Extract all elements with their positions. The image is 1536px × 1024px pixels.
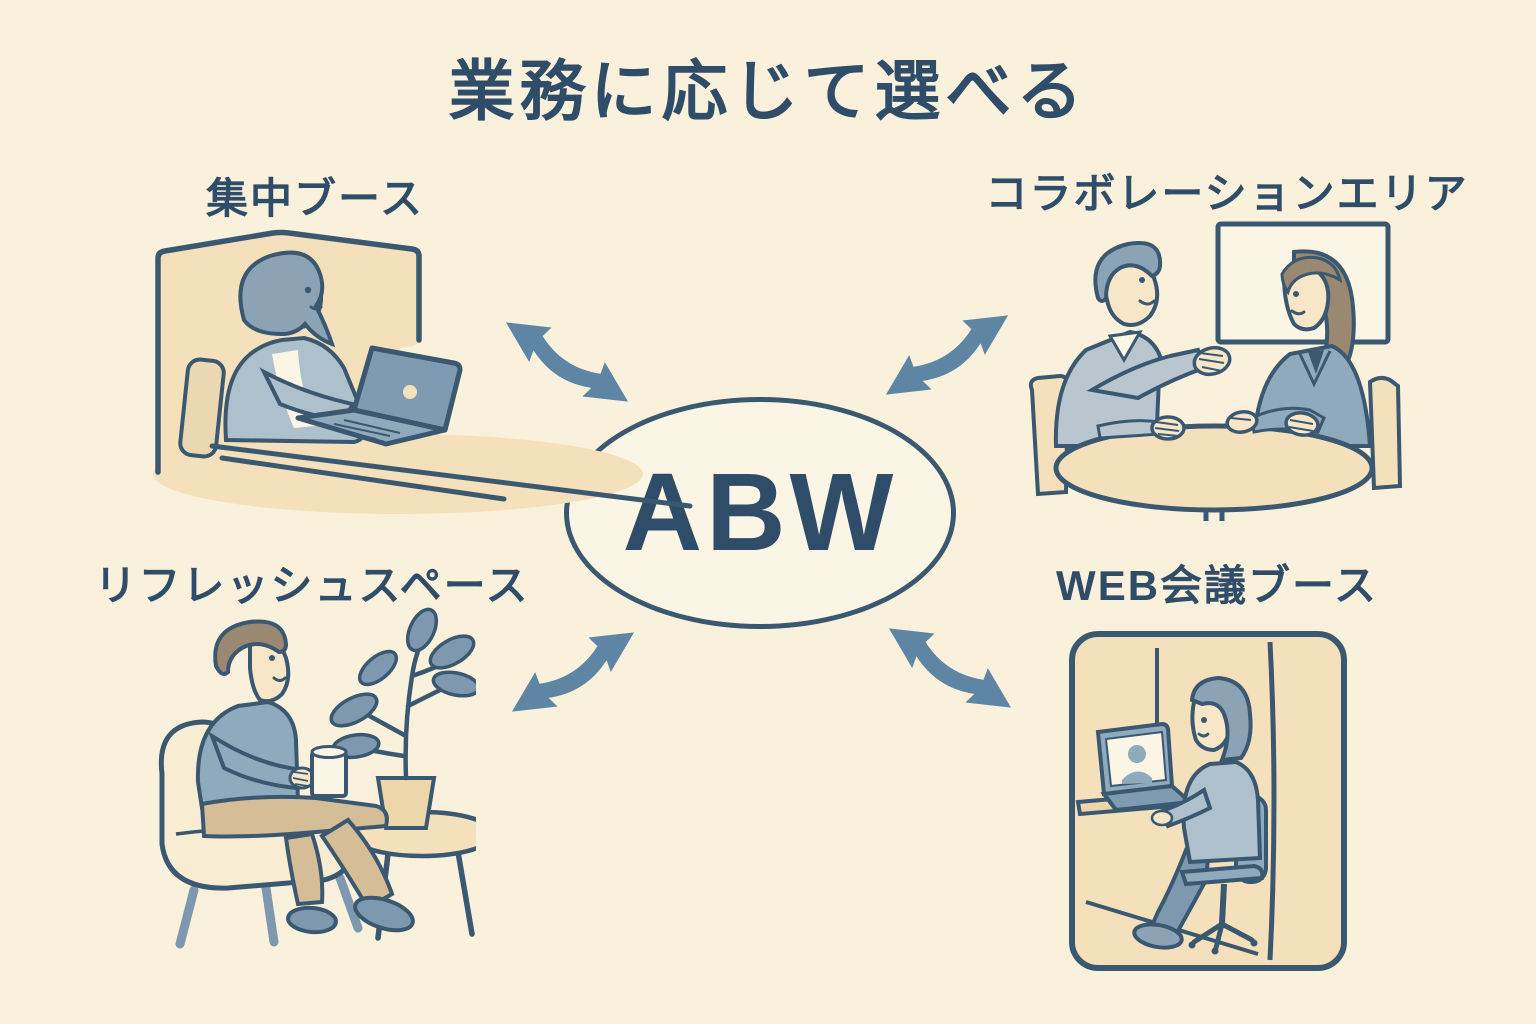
- page-title: 業務に応じて選べる: [448, 54, 1088, 128]
- chair-back: [178, 357, 226, 459]
- arrow-bottom-left-icon: [511, 632, 635, 712]
- arrow-bottom-right-icon: [888, 628, 1012, 708]
- chair-right: [1367, 375, 1403, 491]
- office-chair: [1179, 863, 1265, 955]
- label-collaboration-area: コラボレーションエリア: [985, 170, 1469, 217]
- person-on-call: [1132, 675, 1263, 950]
- pod-door-edge: [1267, 641, 1277, 961]
- arrow-top-right-icon: [885, 315, 1009, 395]
- potted-plant-icon: [329, 607, 476, 830]
- woman-working: [223, 250, 385, 445]
- booth-outline: [155, 229, 422, 475]
- arrow-top-left-icon: [505, 322, 629, 402]
- illustration-refresh-space: [158, 607, 476, 949]
- laptop-icon: [295, 345, 463, 447]
- table-leg: [1203, 510, 1225, 521]
- man-relaxing: [195, 619, 415, 935]
- abw-center-node: ABW: [564, 397, 956, 629]
- desk-edge: [209, 443, 693, 509]
- round-table: [1053, 423, 1375, 513]
- man-talking: [1053, 241, 1232, 448]
- label-focus-booth: 集中ブース: [206, 175, 424, 222]
- illustration-focus-booth: [153, 229, 693, 514]
- illustration-collaboration-area: [1028, 221, 1403, 521]
- label-web-meeting-booth: WEB会議ブース: [1056, 562, 1378, 609]
- laptop-video-call-icon: [1095, 721, 1195, 813]
- hands-on-table: [1096, 406, 1326, 441]
- abw-label: ABW: [622, 451, 898, 574]
- illustration-web-meeting-booth: [1069, 631, 1347, 971]
- label-refresh-space: リフレッシュスペース: [94, 562, 530, 609]
